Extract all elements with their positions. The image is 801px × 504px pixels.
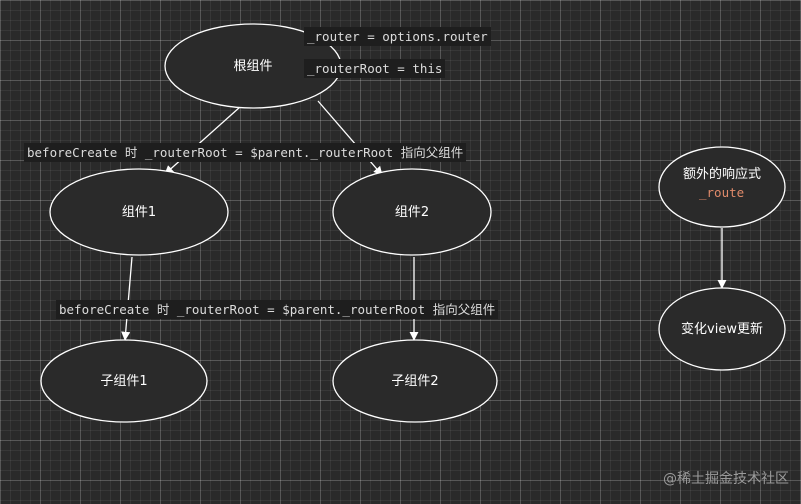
route-label: _route: [699, 185, 745, 200]
component2-label: 组件2: [395, 205, 429, 220]
subcomponent1-label: 子组件1: [100, 374, 147, 389]
edge-child1-grandchild1: [121, 256, 133, 341]
router-assign-label: _router = options.router: [304, 27, 491, 46]
root-component-node: 根组件: [164, 23, 342, 109]
component1-label: 组件1: [122, 205, 156, 220]
router-root-assign-label: _routerRoot = this: [304, 59, 446, 78]
watermark: @稀土掘金技术社区: [663, 471, 789, 487]
component2-node: 组件2: [332, 168, 492, 256]
before-create-label-1: beforeCreate 时 _routerRoot = $parent._ro…: [24, 143, 467, 162]
subcomponent2-label: 子组件2: [391, 374, 438, 389]
edge-root-child1: [164, 106, 241, 175]
edge-root-child2: [317, 100, 383, 176]
subcomponent2-node: 子组件2: [332, 339, 498, 423]
reactive-route-node: 额外的响应式: [658, 146, 786, 228]
reactive-label: 额外的响应式: [683, 166, 761, 182]
update-view-node: 变化view更新: [658, 287, 786, 371]
subcomponent1-node: 子组件1: [40, 339, 208, 423]
component1-node: 组件1: [49, 168, 229, 256]
update-view-label: 变化view更新: [681, 321, 763, 337]
before-create-label-2: beforeCreate 时 _routerRoot = $parent._ro…: [56, 300, 499, 319]
root-component-label: 根组件: [233, 59, 272, 74]
